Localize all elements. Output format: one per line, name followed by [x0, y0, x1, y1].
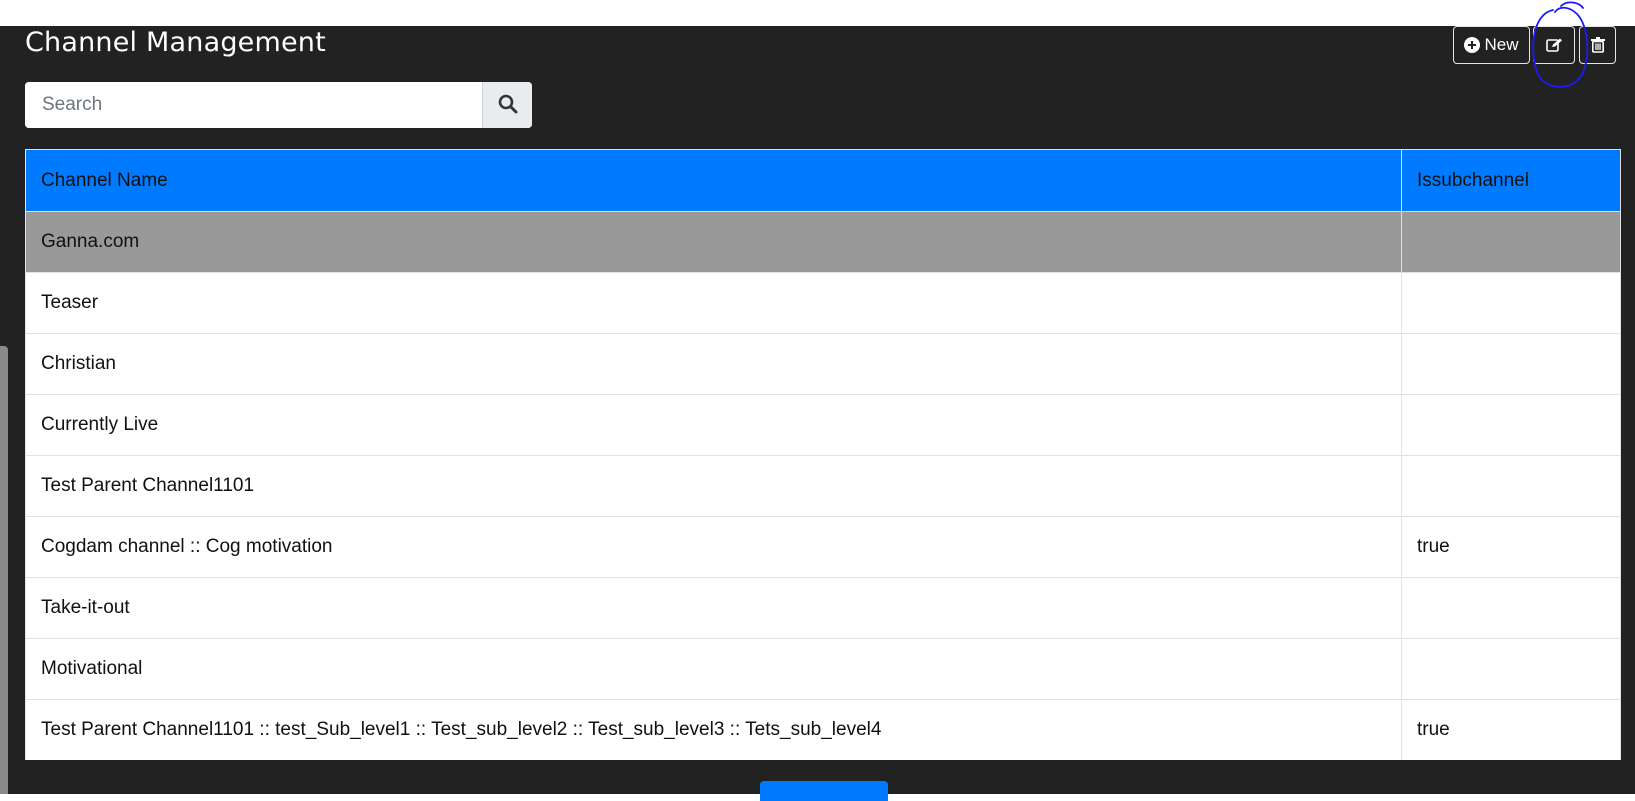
page-title: Channel Management	[25, 27, 326, 58]
table-row[interactable]: Ganna.com	[25, 211, 1621, 273]
table-row[interactable]: Currently Live	[25, 394, 1621, 456]
cell-issubchannel	[1401, 638, 1621, 700]
search-button[interactable]	[482, 82, 532, 128]
bottom-action-button[interactable]	[760, 781, 888, 801]
cell-channel-name: Teaser	[25, 272, 1402, 334]
search-icon	[498, 94, 518, 117]
plus-circle-icon	[1464, 37, 1481, 53]
table-row[interactable]: Test Parent Channel1101	[25, 455, 1621, 517]
cell-issubchannel	[1401, 577, 1621, 639]
cell-issubchannel	[1401, 211, 1621, 273]
cell-channel-name: Cogdam channel :: Cog motivation	[25, 516, 1402, 578]
cell-issubchannel	[1401, 455, 1621, 517]
table-row[interactable]: Test Parent Channel1101 :: test_Sub_leve…	[25, 699, 1621, 760]
new-button[interactable]: New	[1453, 26, 1530, 64]
edit-button[interactable]	[1533, 26, 1575, 64]
cell-channel-name: Christian	[25, 333, 1402, 395]
column-header-issubchannel[interactable]: Issubchannel	[1401, 149, 1621, 212]
cell-channel-name: Test Parent Channel1101 :: test_Sub_leve…	[25, 699, 1402, 760]
column-header-channel-name[interactable]: Channel Name	[25, 149, 1402, 212]
search-input[interactable]	[25, 82, 482, 128]
cell-channel-name: Currently Live	[25, 394, 1402, 456]
new-button-label: New	[1484, 35, 1519, 54]
delete-button[interactable]	[1579, 26, 1616, 64]
cell-issubchannel	[1401, 272, 1621, 334]
cell-issubchannel: true	[1401, 699, 1621, 760]
trash-icon	[1590, 37, 1605, 53]
cell-channel-name: Test Parent Channel1101	[25, 455, 1402, 517]
table-row[interactable]: Teaser	[25, 272, 1621, 334]
table-header-row: Channel Name Issubchannel	[25, 149, 1621, 212]
toolbar: New	[1453, 26, 1616, 64]
cell-channel-name: Motivational	[25, 638, 1402, 700]
table-row[interactable]: Take-it-out	[25, 577, 1621, 639]
cell-issubchannel	[1401, 394, 1621, 456]
search-group	[25, 82, 532, 128]
cell-issubchannel	[1401, 333, 1621, 395]
browser-top-strip	[0, 0, 1635, 26]
cell-channel-name: Take-it-out	[25, 577, 1402, 639]
edit-icon	[1545, 38, 1563, 53]
cell-issubchannel: true	[1401, 516, 1621, 578]
scrollbar[interactable]	[0, 346, 8, 794]
cell-channel-name: Ganna.com	[25, 211, 1402, 273]
table-row[interactable]: Christian	[25, 333, 1621, 395]
table-row[interactable]: Motivational	[25, 638, 1621, 700]
